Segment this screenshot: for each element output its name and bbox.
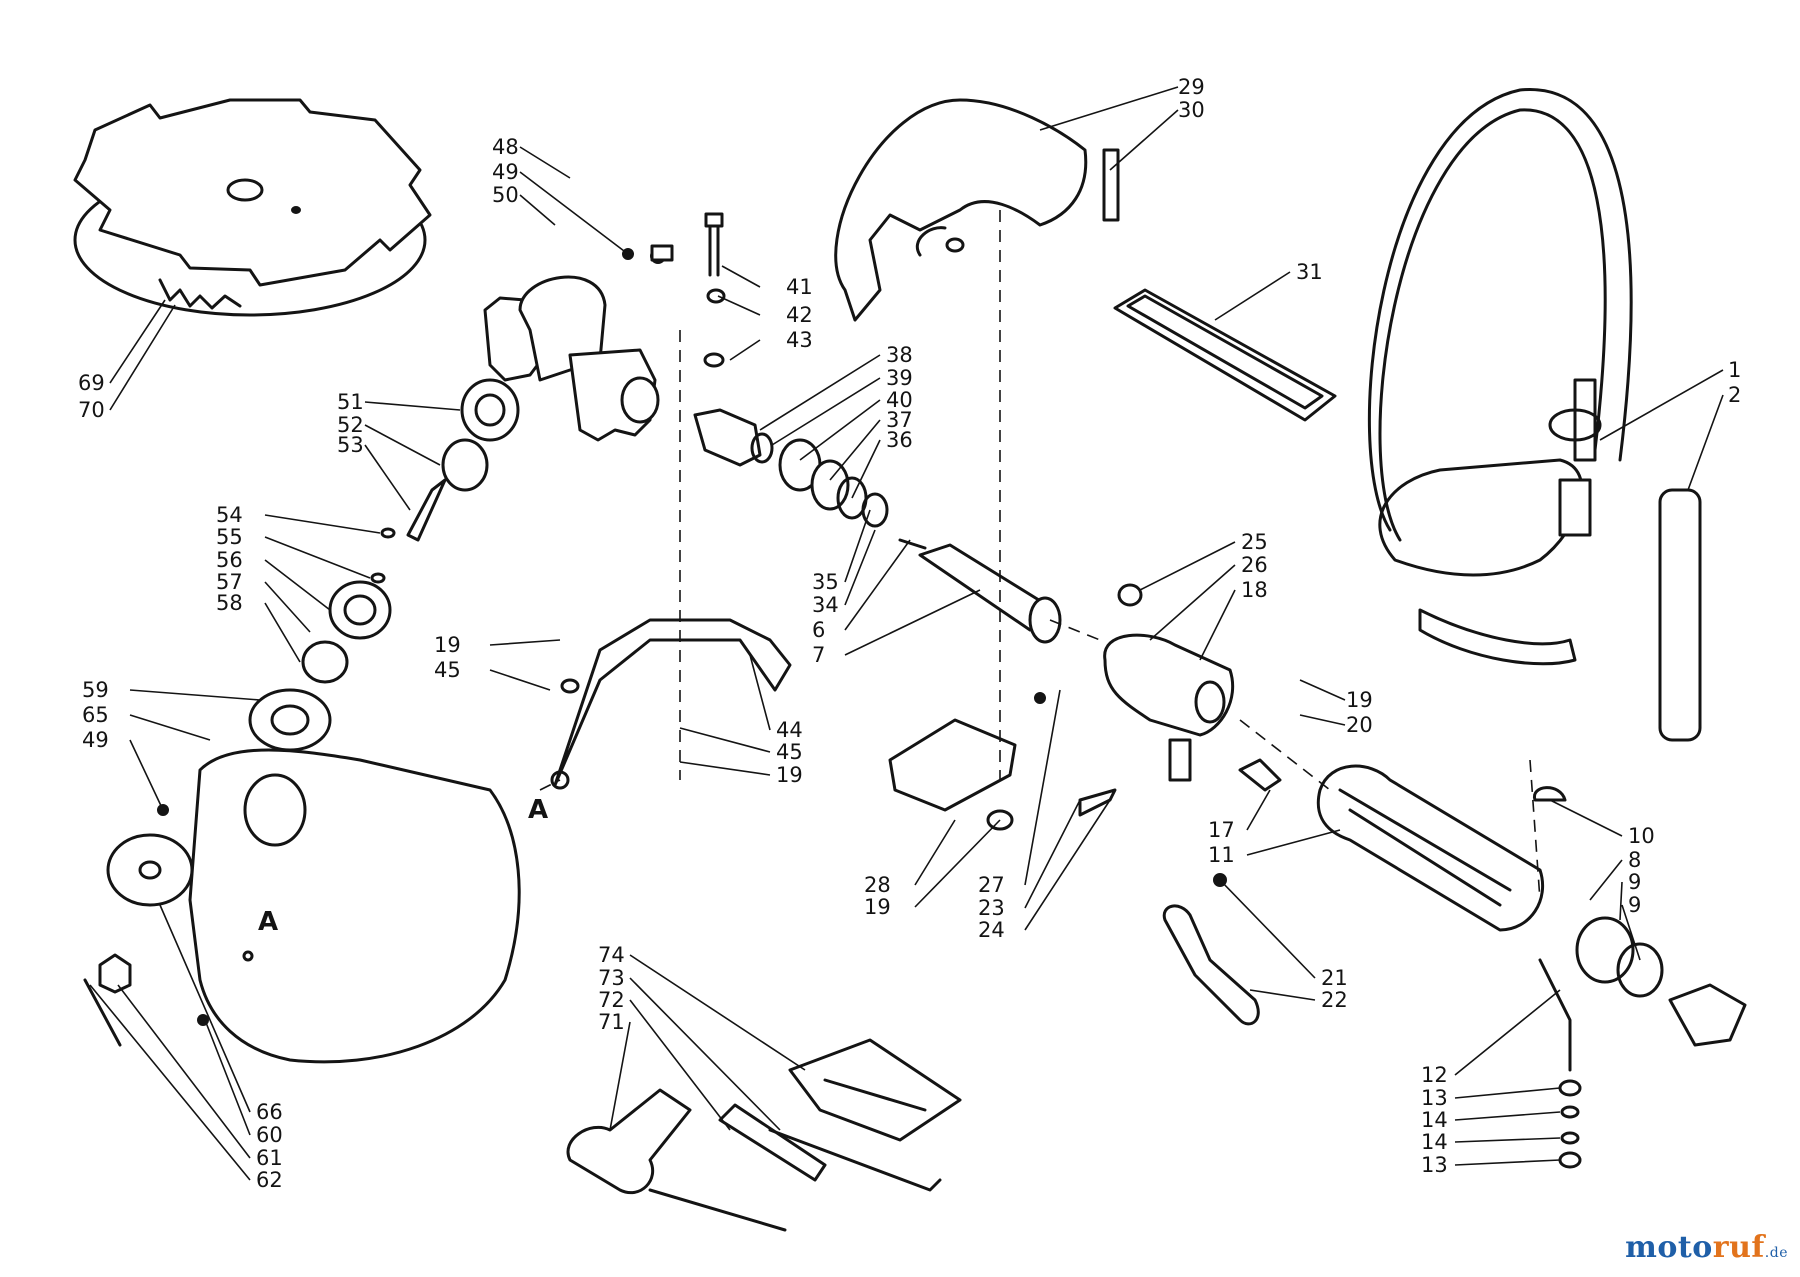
section-mark-a: A [258,907,278,937]
callout-41: 41 [786,275,813,299]
rear-fittings [1533,786,1747,1047]
bolt-41 [703,212,726,368]
callout-34: 34 [812,593,839,617]
tool-kit [566,1038,962,1232]
callout-44: 44 [776,718,803,742]
callout-70: 70 [78,398,105,422]
callout-53: 53 [337,433,364,457]
saw-blade [73,98,432,317]
grip [1238,758,1545,932]
callout-19: 19 [434,633,461,657]
callout-20: 20 [1346,713,1373,737]
callout-52: 52 [337,413,364,437]
callout-74: 74 [598,943,625,967]
callout-73: 73 [598,966,625,990]
section-marks: AA [258,795,548,937]
callout-58: 58 [216,591,243,615]
callout-30: 30 [1178,98,1205,122]
callout-69: 69 [78,371,105,395]
callout-24: 24 [978,918,1005,942]
callout-65: 65 [82,703,109,727]
callout-45: 45 [776,740,803,764]
callout-26: 26 [1241,553,1268,577]
callout-60: 60 [256,1123,283,1147]
guard-hardware [83,833,209,1047]
blade-guard [157,688,521,1064]
throttle-housing [1034,583,1235,817]
throttle-trigger [1162,873,1260,1026]
callout-11: 11 [1208,843,1235,867]
leader-lines [89,86,1724,1181]
callout-55: 55 [216,525,243,549]
callout-57: 57 [216,570,243,594]
callout-9: 9 [1628,893,1641,917]
fastener-stack [1538,958,1582,1169]
callout-50: 50 [492,183,519,207]
callout-23: 23 [978,896,1005,920]
callout-19: 19 [1346,688,1373,712]
callout-9: 9 [1628,870,1641,894]
callout-45: 45 [434,658,461,682]
callout-6: 6 [812,618,825,642]
callout-62: 62 [256,1168,283,1192]
callout-31: 31 [1296,260,1323,284]
assembly-lines [539,210,1541,901]
callout-18: 18 [1241,578,1268,602]
callout-7: 7 [812,643,825,667]
loop-handle [834,98,1120,322]
gear-head [483,244,674,442]
callout-51: 51 [337,390,364,414]
callout-8: 8 [1628,848,1641,872]
callout-49: 49 [492,160,519,184]
callout-43: 43 [786,328,813,352]
decal [1113,288,1337,422]
callout-27: 27 [978,873,1005,897]
callout-1: 1 [1728,358,1741,382]
callout-2: 2 [1728,383,1741,407]
callout-14: 14 [1421,1130,1448,1154]
callout-39: 39 [886,366,913,390]
drive-tube [898,538,1062,644]
callout-38: 38 [886,343,913,367]
callout-21: 21 [1321,966,1348,990]
callout-48: 48 [492,135,519,159]
callout-49: 49 [82,728,109,752]
callout-37: 37 [886,408,913,432]
callout-14: 14 [1421,1108,1448,1132]
callout-54: 54 [216,503,243,527]
harness [1367,88,1702,742]
callout-22: 22 [1321,988,1348,1012]
callout-13: 13 [1421,1153,1448,1177]
section-mark-a: A [528,795,548,825]
bracket [550,618,792,790]
callout-71: 71 [598,1010,625,1034]
callout-12: 12 [1421,1063,1448,1087]
callout-35: 35 [812,570,839,594]
callout-13: 13 [1421,1086,1448,1110]
callout-25: 25 [1241,530,1268,554]
callout-28: 28 [864,873,891,897]
callout-40: 40 [886,388,913,412]
callout-10: 10 [1628,824,1655,848]
callout-61: 61 [256,1146,283,1170]
callout-17: 17 [1208,818,1235,842]
callout-72: 72 [598,988,625,1012]
bearing-stack [301,378,520,684]
callout-19: 19 [864,895,891,919]
motoruf-logo: motoruf.de [1625,1230,1788,1265]
callout-19: 19 [776,763,803,787]
callout-59: 59 [82,678,109,702]
callout-66: 66 [256,1100,283,1124]
callout-29: 29 [1178,75,1205,99]
clamp [888,718,1017,831]
callout-36: 36 [886,428,913,452]
callout-56: 56 [216,548,243,572]
shaft-components [693,408,889,528]
callout-42: 42 [786,303,813,327]
